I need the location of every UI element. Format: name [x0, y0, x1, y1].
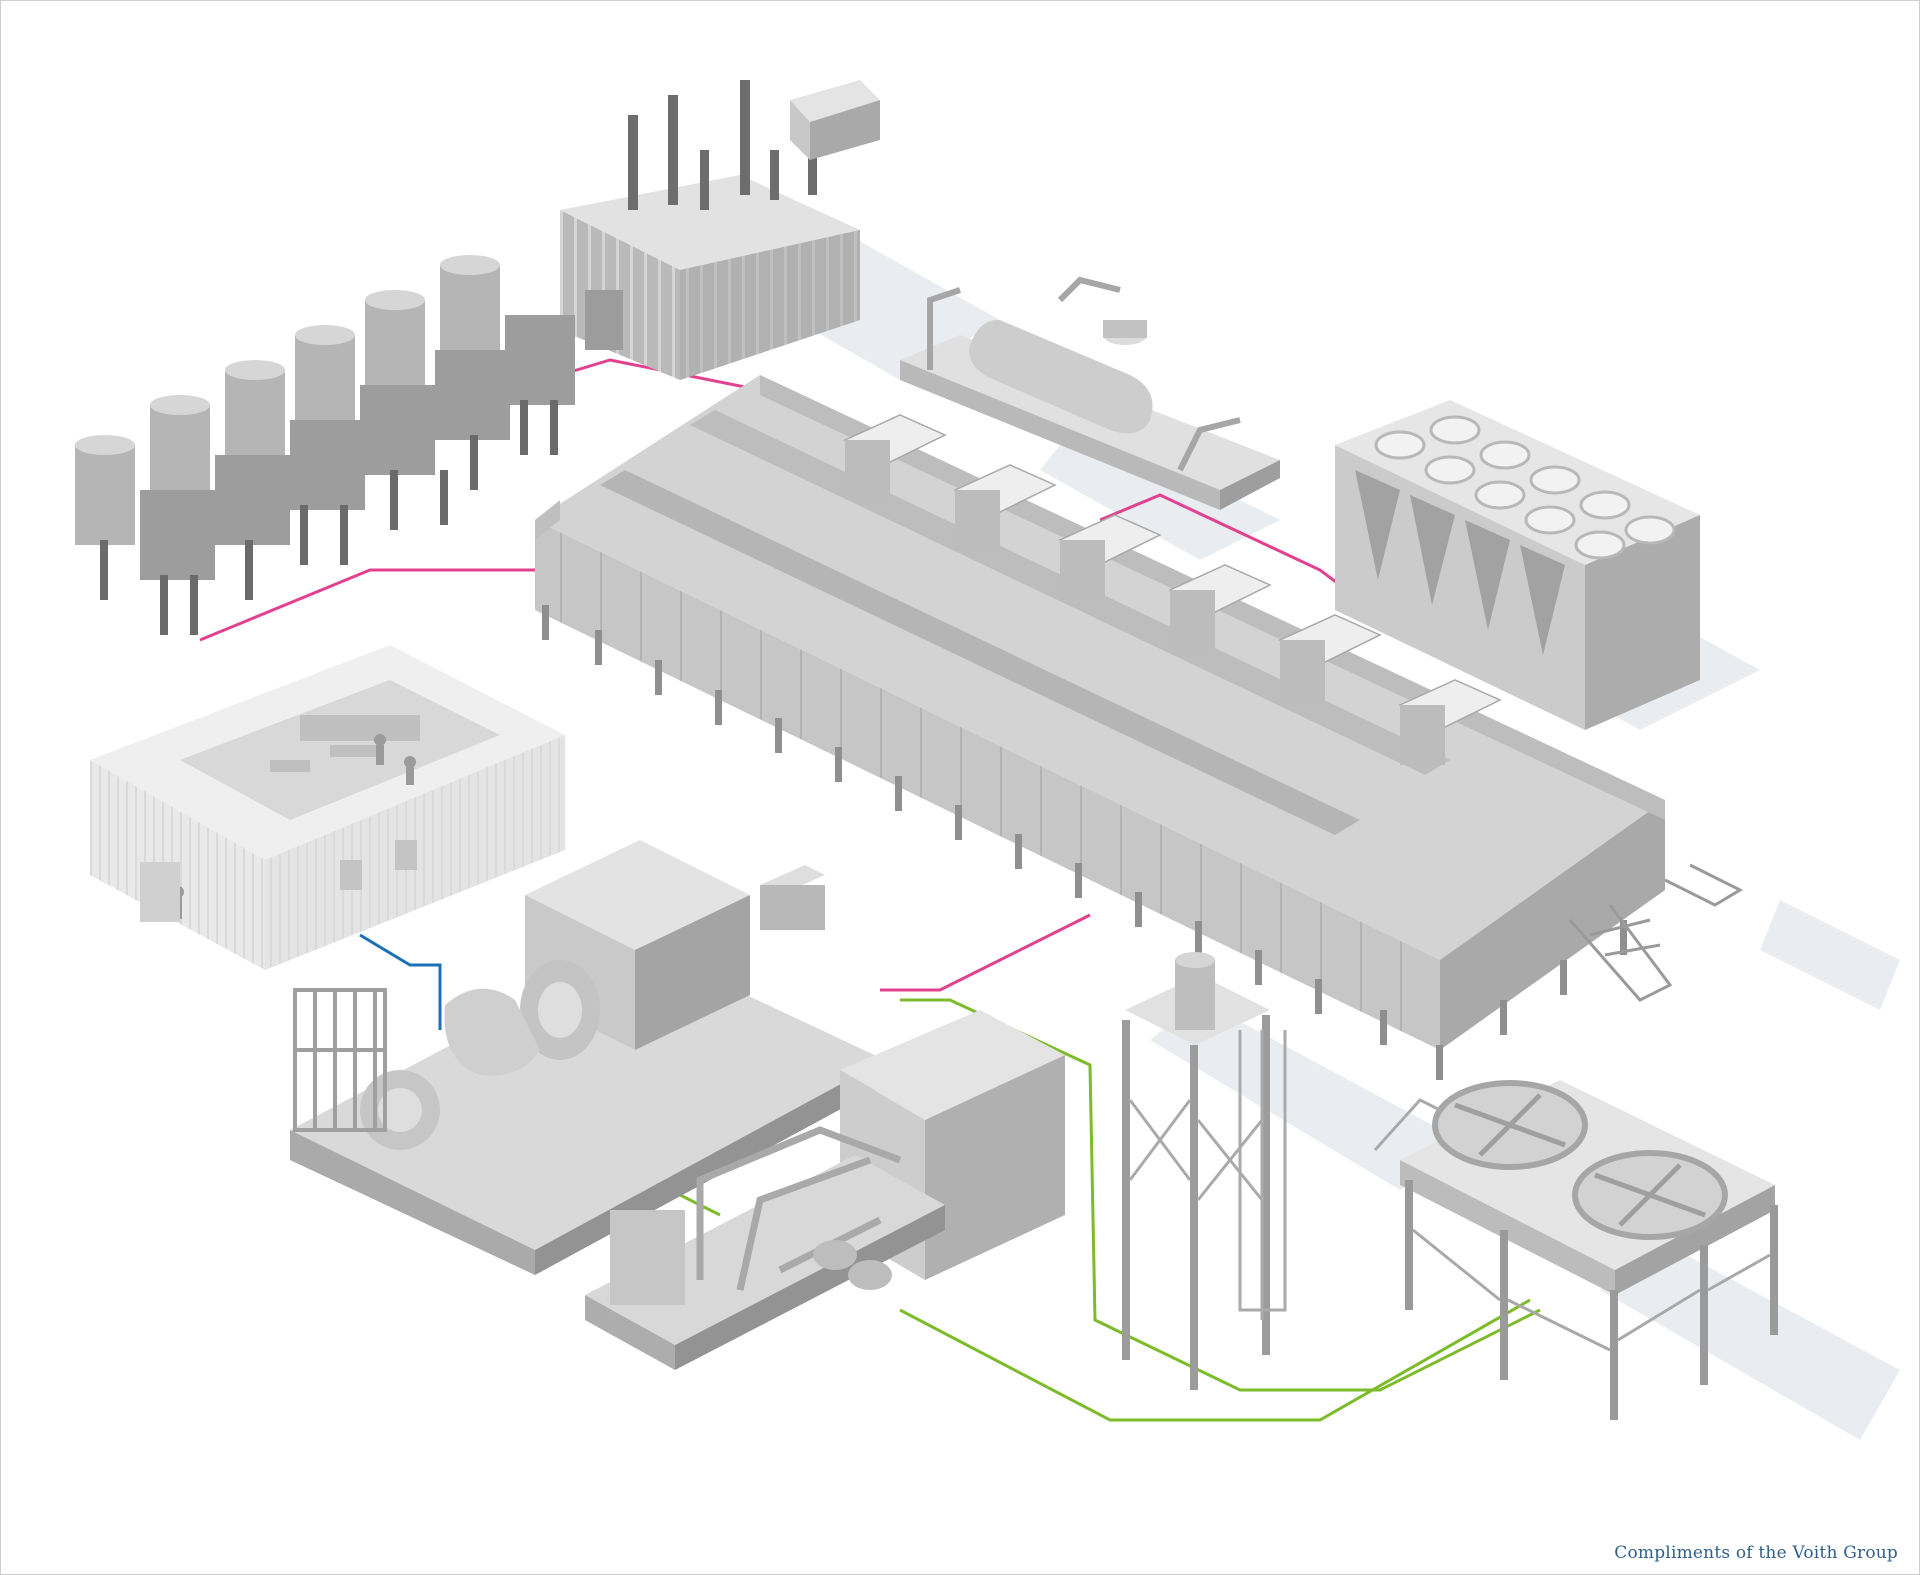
pressure-vessel-skid [900, 276, 1280, 510]
expansion-tower [1122, 952, 1287, 1390]
cooling-water-skid [585, 1010, 1065, 1370]
motor-skid [290, 840, 885, 1275]
dry-cooler-b [1373, 1080, 1778, 1420]
control-line [359, 933, 442, 1030]
valve-rack [293, 988, 387, 1132]
converter-hall [535, 375, 1744, 1080]
transformer [560, 80, 880, 380]
hall-stairs [1568, 863, 1744, 1002]
control-building [90, 645, 565, 970]
credit-text: Compliments of the Voith Group [1614, 1543, 1898, 1563]
reactor-bank [75, 255, 575, 635]
dry-cooler-a [1335, 400, 1700, 730]
